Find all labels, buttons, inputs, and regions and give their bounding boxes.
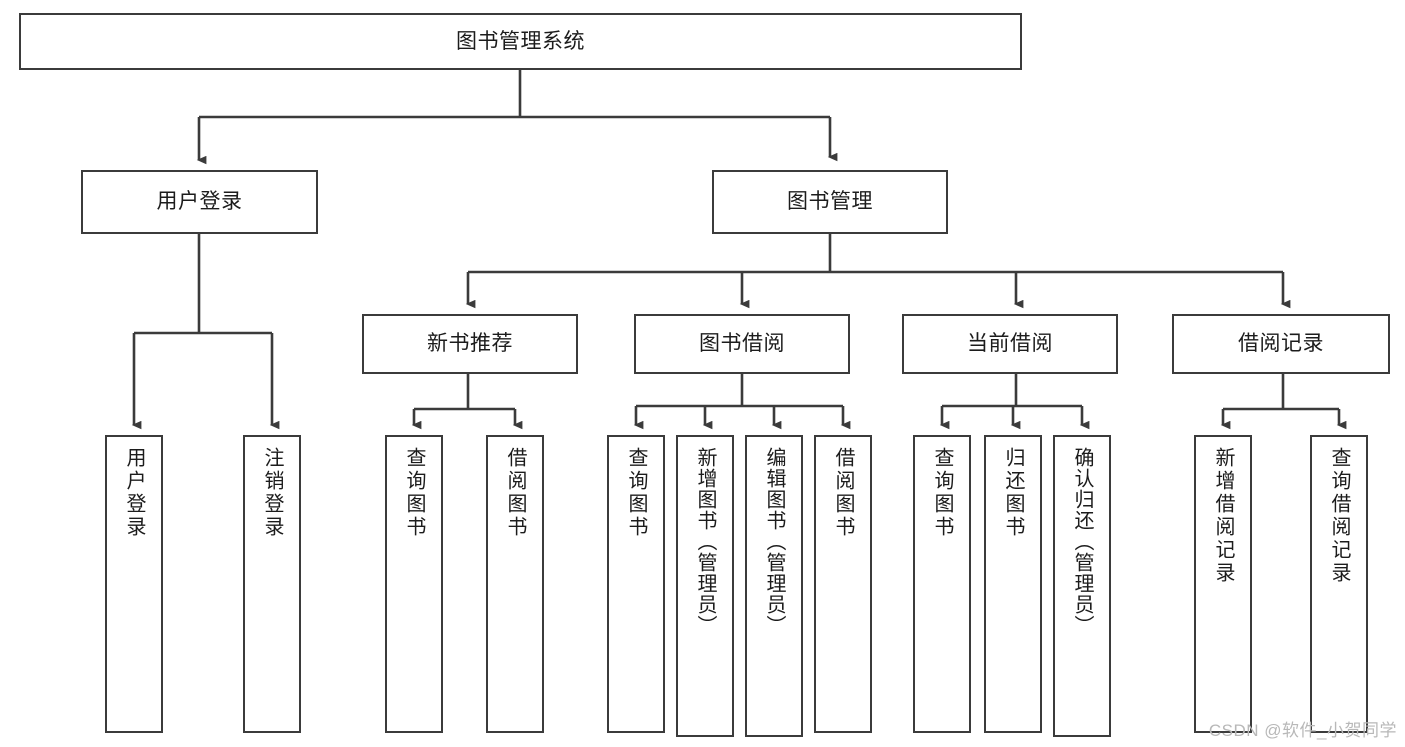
node-leaf-borrow-book-1[interactable]: 借阅图书 xyxy=(486,435,544,733)
node-leaf-query-record-label: 查询借阅记录 xyxy=(1328,447,1350,585)
node-leaf-logout-label: 注销登录 xyxy=(261,447,283,539)
node-root[interactable]: 图书管理系统 xyxy=(19,13,1022,70)
node-leaf-borrow-book-2[interactable]: 借阅图书 xyxy=(814,435,872,733)
node-current-borrow-label: 当前借阅 xyxy=(967,332,1053,356)
node-leaf-add-book[interactable]: 新增图书（管理员） xyxy=(676,435,734,737)
node-book-manage[interactable]: 图书管理 xyxy=(712,170,948,234)
node-leaf-borrow-book-1-label: 借阅图书 xyxy=(504,447,526,539)
node-leaf-confirm-return-label: 确认归还（管理员） xyxy=(1071,447,1093,636)
node-leaf-user-login[interactable]: 用户登录 xyxy=(105,435,163,733)
node-leaf-query-book-2-label: 查询图书 xyxy=(625,447,647,539)
node-borrow-record-label: 借阅记录 xyxy=(1238,332,1324,356)
node-current-borrow[interactable]: 当前借阅 xyxy=(902,314,1118,374)
node-leaf-borrow-book-2-label: 借阅图书 xyxy=(832,447,854,539)
node-book-manage-label: 图书管理 xyxy=(787,190,873,214)
node-user-login[interactable]: 用户登录 xyxy=(81,170,318,234)
node-leaf-query-book-3-label: 查询图书 xyxy=(931,447,953,539)
node-leaf-return-book[interactable]: 归还图书 xyxy=(984,435,1042,733)
node-leaf-add-record[interactable]: 新增借阅记录 xyxy=(1194,435,1252,733)
node-book-borrow[interactable]: 图书借阅 xyxy=(634,314,850,374)
node-leaf-query-book-1-label: 查询图书 xyxy=(403,447,425,539)
csdn-watermark: CSDN @软件_小贺同学 xyxy=(1208,721,1397,740)
node-borrow-record[interactable]: 借阅记录 xyxy=(1172,314,1390,374)
node-leaf-edit-book-label: 编辑图书（管理员） xyxy=(763,447,785,636)
node-leaf-query-book-2[interactable]: 查询图书 xyxy=(607,435,665,733)
node-leaf-return-book-label: 归还图书 xyxy=(1002,447,1024,539)
node-root-label: 图书管理系统 xyxy=(456,29,585,53)
node-leaf-add-book-label: 新增图书（管理员） xyxy=(694,447,716,636)
node-leaf-query-book-3[interactable]: 查询图书 xyxy=(913,435,971,733)
node-new-book-recommend-label: 新书推荐 xyxy=(427,332,513,356)
node-leaf-add-record-label: 新增借阅记录 xyxy=(1212,447,1234,585)
node-leaf-query-book-1[interactable]: 查询图书 xyxy=(385,435,443,733)
node-new-book-recommend[interactable]: 新书推荐 xyxy=(362,314,578,374)
node-book-borrow-label: 图书借阅 xyxy=(699,332,785,356)
node-leaf-confirm-return[interactable]: 确认归还（管理员） xyxy=(1053,435,1111,737)
node-leaf-edit-book[interactable]: 编辑图书（管理员） xyxy=(745,435,803,737)
node-user-login-label: 用户登录 xyxy=(156,190,243,214)
node-leaf-logout[interactable]: 注销登录 xyxy=(243,435,301,733)
node-leaf-query-record[interactable]: 查询借阅记录 xyxy=(1310,435,1368,733)
node-leaf-user-login-label: 用户登录 xyxy=(123,447,145,539)
